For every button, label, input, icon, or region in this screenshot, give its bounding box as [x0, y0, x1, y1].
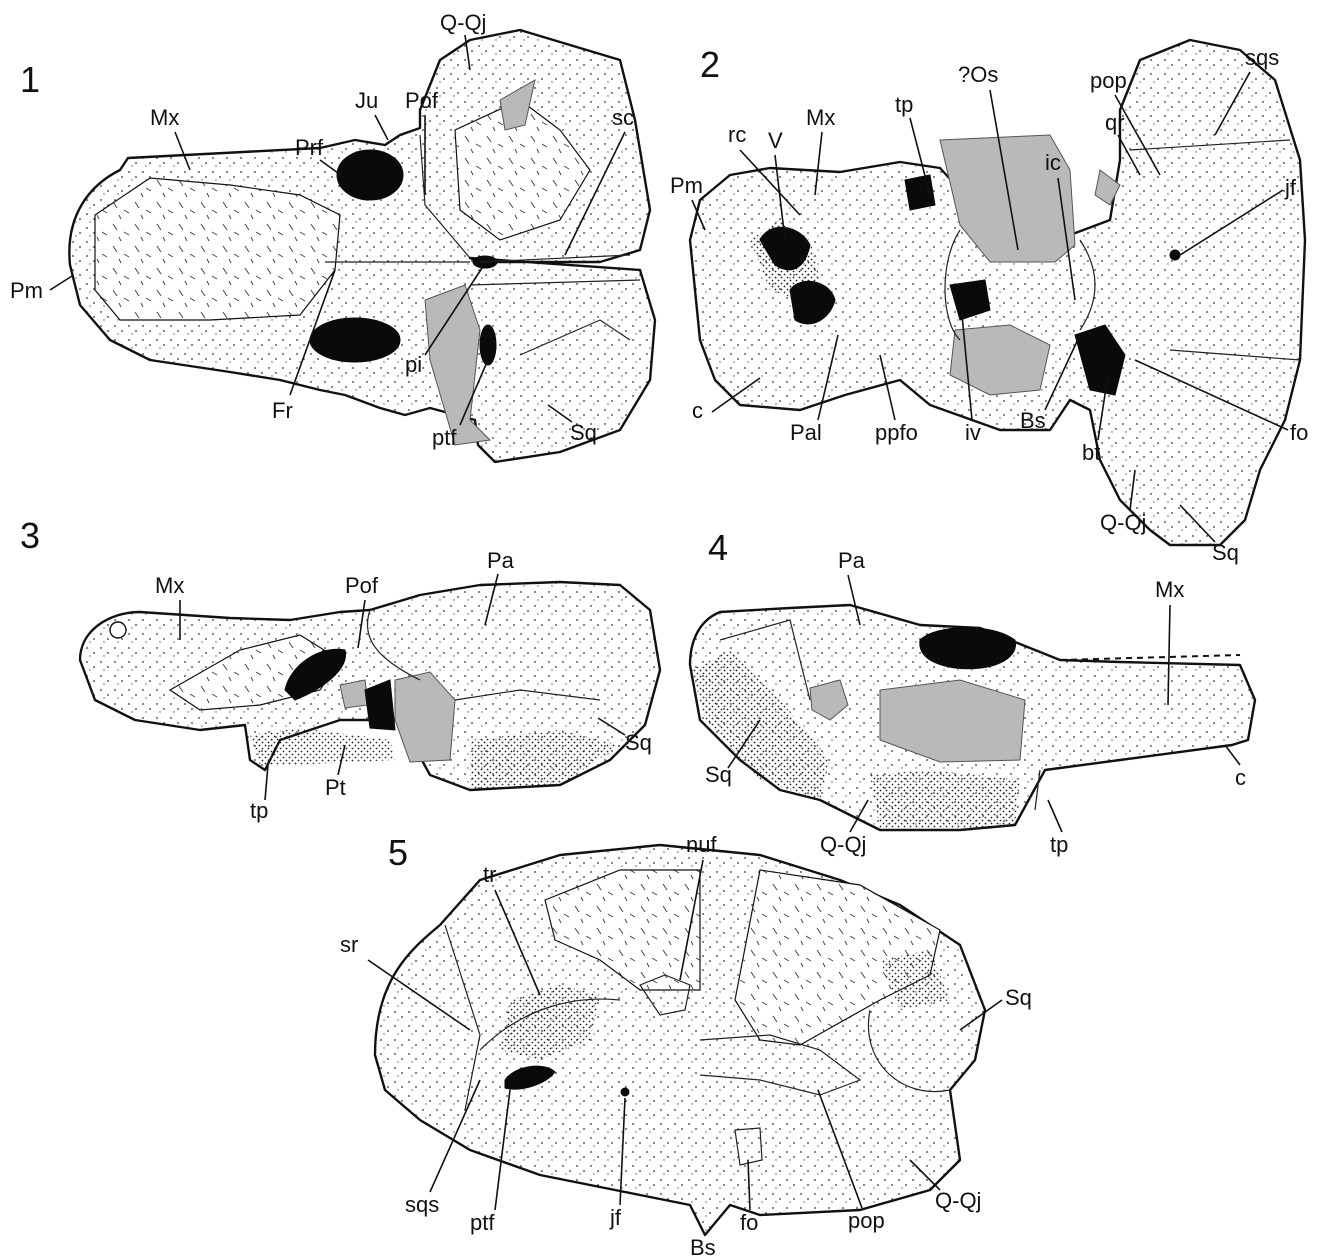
- label-5-tr: tr: [483, 862, 496, 887]
- label-5-jf: jf: [609, 1205, 622, 1230]
- label-1-q-qj: Q-Qj: [440, 10, 486, 35]
- label-3-pa: Pa: [487, 548, 515, 573]
- label-1-mx: Mx: [150, 105, 179, 130]
- label-1-fr: Fr: [272, 398, 293, 423]
- label-2-fo: fo: [1290, 420, 1308, 445]
- label-1-prf: Prf: [295, 135, 324, 160]
- label-4-pa: Pa: [838, 548, 866, 573]
- panel-number-4: 4: [708, 527, 728, 568]
- panel-4: 4 Pa Mx Sq c Q-Qj tp: [690, 527, 1255, 857]
- label-3-pt: Pt: [325, 775, 346, 800]
- label-2-ic: ic: [1045, 150, 1061, 175]
- panel3-gray-matrix-2: [340, 680, 368, 708]
- label-2-sqs: sqs: [1245, 45, 1279, 70]
- label-2-pal: Pal: [790, 420, 822, 445]
- label-1-pm: Pm: [10, 278, 43, 303]
- panel-number-5: 5: [388, 832, 408, 873]
- label-2-tp: tp: [895, 92, 913, 117]
- panel4-qqj-area: [870, 770, 1020, 830]
- panel4-orbit-opening: [920, 628, 1016, 669]
- panel1-ptf-opening: [480, 325, 496, 365]
- label-1-ju: Ju: [355, 88, 378, 113]
- label-5-sr: sr: [340, 932, 358, 957]
- label-5-bs: Bs: [690, 1235, 716, 1257]
- label-5-pop: pop: [848, 1208, 885, 1233]
- label-1-sc: sc: [612, 105, 634, 130]
- label-2-ppfo: ppfo: [875, 420, 918, 445]
- label-2-bt: bt: [1082, 440, 1100, 465]
- label-4-c: c: [1235, 765, 1246, 790]
- label-5-ptf: ptf: [470, 1210, 495, 1235]
- label-3-pof: Pof: [345, 573, 379, 598]
- panel1-matrix-area: [95, 178, 340, 320]
- label-2-qr: qr: [1105, 110, 1125, 135]
- panel2-black-area-tp: [905, 175, 935, 210]
- label-2-pop: pop: [1090, 68, 1127, 93]
- label-4-sq: Sq: [705, 762, 732, 787]
- panel-5: 5 nuf tr sr Sq sqs ptf jf Bs fo pop Q-Qj: [340, 832, 1032, 1257]
- label-5-fo: fo: [740, 1210, 758, 1235]
- label-2-pm: Pm: [670, 173, 703, 198]
- label-1-pof: Pof: [405, 88, 439, 113]
- label-3-tp: tp: [250, 798, 268, 823]
- label-4-q-qj: Q-Qj: [820, 832, 866, 857]
- panel2-jugular-foramen: [1170, 250, 1180, 260]
- label-2-sq: Sq: [1212, 540, 1239, 565]
- label-3-mx: Mx: [155, 573, 184, 598]
- panel-number-3: 3: [20, 515, 40, 556]
- panel-number-2: 2: [700, 44, 720, 85]
- panel-1: 1 Q-Qj Mx Ju Pof Prf sc Pm Fr pi ptf: [10, 10, 655, 462]
- label-2-bs: Bs: [1020, 408, 1046, 433]
- panel5-jf-opening: [621, 1088, 629, 1096]
- label-2-q-qj: Q-Qj: [1100, 510, 1146, 535]
- label-3-sq: Sq: [625, 730, 652, 755]
- panel4-dashed-margin: [1060, 655, 1240, 660]
- label-1-sq: Sq: [570, 420, 597, 445]
- panel-number-1: 1: [20, 59, 40, 100]
- label-2-c: c: [692, 398, 703, 423]
- panel3-naris: [110, 622, 126, 638]
- label-2-v: V: [768, 128, 783, 153]
- panel3-pterygoid-area: [250, 728, 395, 765]
- label-5-nuf: nuf: [686, 832, 717, 857]
- panel1-prefrontal-opening: [337, 150, 403, 200]
- label-2-jf: jf: [1284, 175, 1297, 200]
- label-4-mx: Mx: [1155, 577, 1184, 602]
- label-5-sqs: sqs: [405, 1192, 439, 1217]
- panel-3: 3 Mx Pof Pa Sq tp Pt: [20, 515, 660, 823]
- label-5-q-qj: Q-Qj: [935, 1188, 981, 1213]
- label-5-sq: Sq: [1005, 985, 1032, 1010]
- label-2-iv: iv: [965, 420, 981, 445]
- label-4-tp: tp: [1050, 832, 1068, 857]
- label-2-os: ?Os: [958, 62, 998, 87]
- label-1-pi: pi: [405, 352, 422, 377]
- label-2-rc: rc: [728, 122, 746, 147]
- panel1-orbit-opening: [310, 318, 400, 362]
- panel-2: 2 ?Os sqs pop tp qr rc V Mx Pm ic: [670, 40, 1308, 565]
- label-1-ptf: ptf: [432, 425, 457, 450]
- label-2-mx: Mx: [806, 105, 835, 130]
